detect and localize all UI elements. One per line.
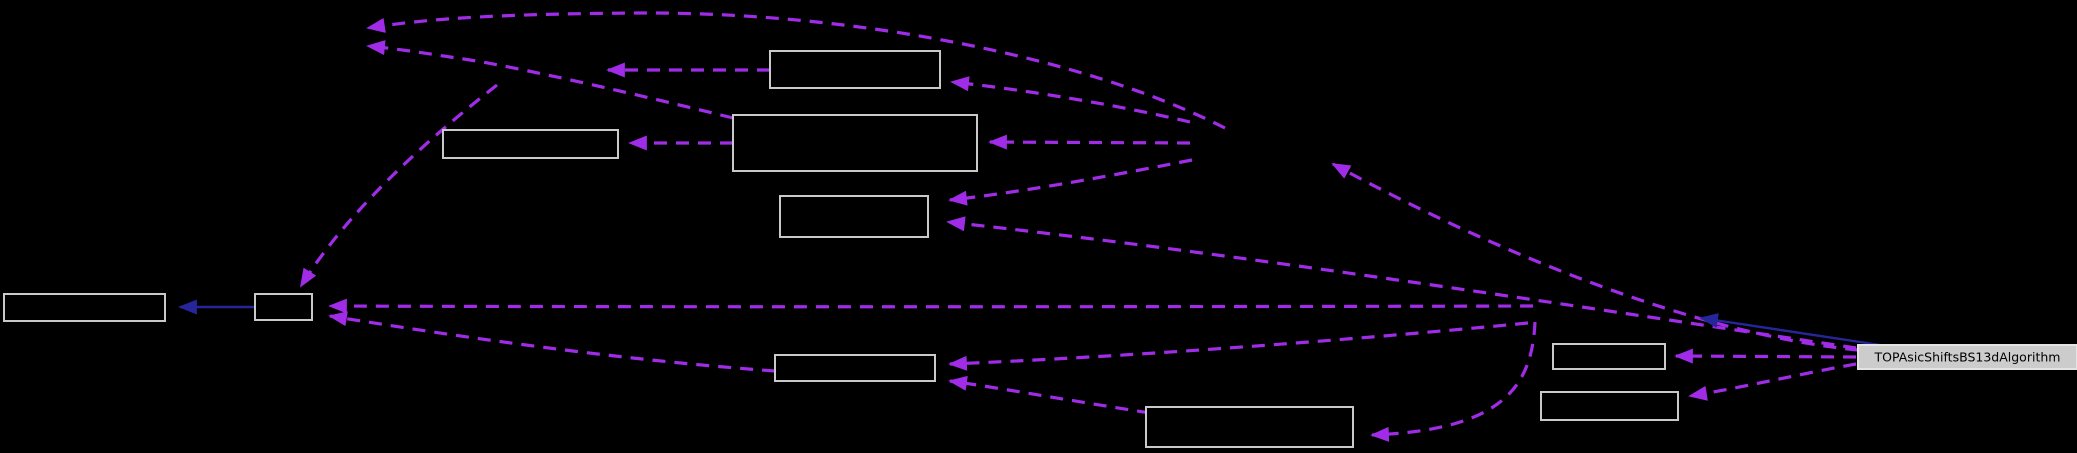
- usage-edge-main-to-box10: [1688, 362, 1857, 401]
- usage-edge-hub-to-box1: [950, 76, 1191, 124]
- usage-edge-box3-to-upper-left: [366, 40, 734, 120]
- class-node-box-2[interactable]: [442, 129, 619, 159]
- class-node-box-4[interactable]: [779, 195, 929, 238]
- usage-edge-hub2-to-box7: [948, 321, 1529, 371]
- usage-edge-hub2-to-box8: [1370, 321, 1537, 442]
- usage-edge-main-to-box4-lower: [946, 216, 1857, 350]
- class-node-box-7[interactable]: [774, 354, 936, 382]
- class-node-box-6[interactable]: [254, 293, 313, 321]
- usage-edge-main-to-box9: [1674, 348, 1857, 364]
- usage-edge-box2-to-box6-top: [299, 83, 498, 288]
- class-node-box-5[interactable]: [3, 293, 166, 322]
- class-node-box-1[interactable]: [769, 50, 941, 89]
- class-node-box-9[interactable]: [1552, 343, 1666, 370]
- class-node-box-10[interactable]: [1540, 391, 1679, 421]
- usage-edge-box8-to-box7: [948, 375, 1151, 415]
- usage-edge-hub-to-box4-upper: [948, 158, 1193, 206]
- usage-edge-hub-to-box3: [988, 134, 1191, 150]
- usage-edge-hub2-to-box6-horizontal: [328, 298, 1534, 314]
- class-node-main[interactable]: [1857, 344, 2077, 370]
- usage-edge-top-arc-to-upper-left: [366, 11, 1226, 130]
- class-node-box-3[interactable]: [732, 114, 978, 172]
- usage-edge-box7-to-box6: [328, 311, 776, 373]
- usage-edge-main-to-hub: [1331, 162, 1859, 352]
- inheritance-edge-main-to-base: [1699, 313, 1881, 347]
- class-node-box-8[interactable]: [1145, 406, 1354, 448]
- class-node-label: TOPAsicShiftsBS13dAlgorithm: [1874, 350, 2061, 365]
